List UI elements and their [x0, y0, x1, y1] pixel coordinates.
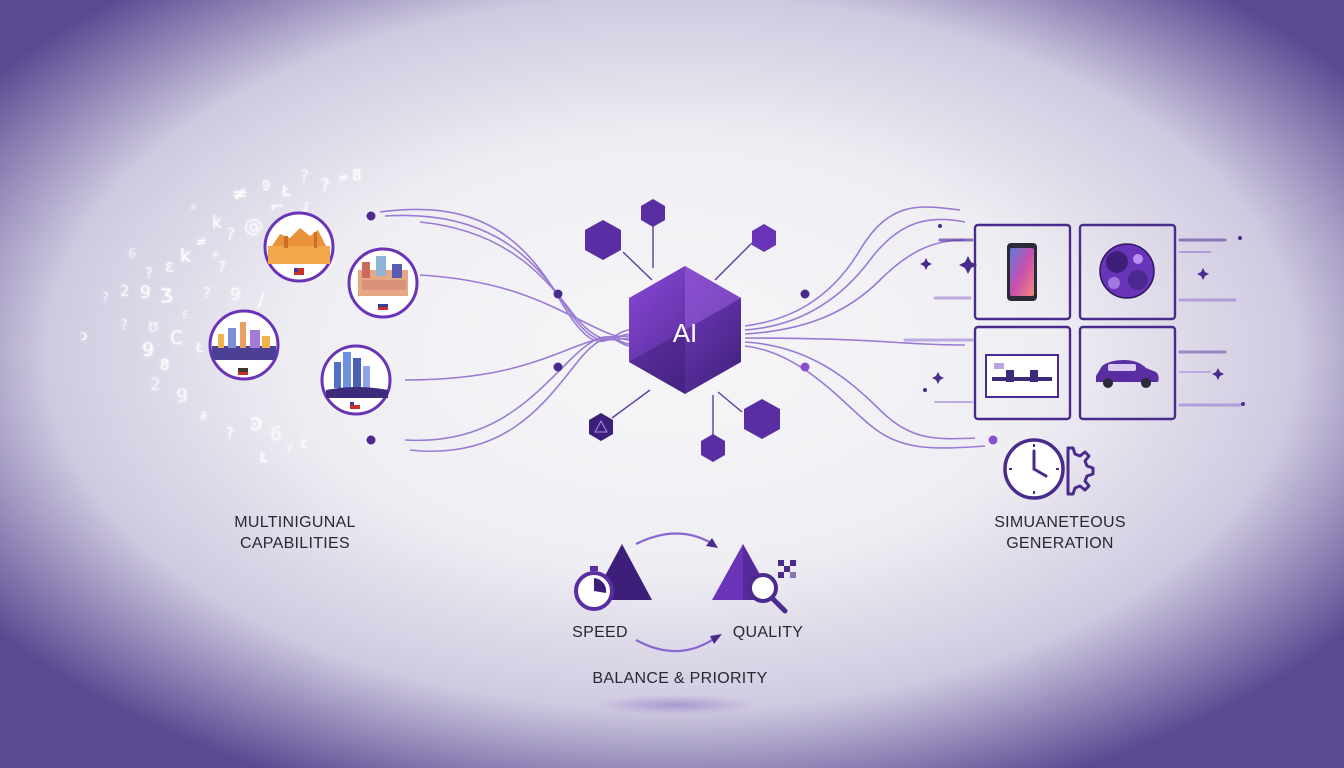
glyph-character: Ł	[259, 451, 268, 466]
glyph-character: ?	[226, 225, 235, 245]
glyph-character: ɛ	[182, 307, 189, 322]
car-icon	[1096, 360, 1159, 388]
glyph-character: ?	[226, 424, 234, 442]
ai-label: AI	[673, 318, 698, 348]
magnifier-icon	[748, 573, 788, 614]
multilingual-line2: CAPABILITIES	[239, 535, 350, 552]
glyph-character: ≠	[338, 171, 349, 186]
glyph-character: Ʒ	[160, 285, 173, 307]
glyph-character: ?	[203, 284, 211, 302]
glyph-character: ∂	[200, 409, 207, 424]
sparkle-accents	[920, 224, 1245, 406]
ground-shadow	[596, 695, 756, 715]
multilingual-capabilities-label: MULTINIGUNAL CAPABILITIES	[205, 512, 385, 554]
pixel-squares	[778, 560, 796, 578]
node-dots	[366, 211, 998, 445]
glyph-character: ɛ	[165, 257, 174, 277]
glyph-character: ?	[300, 167, 309, 187]
glyph-character: ?	[286, 443, 293, 458]
glyph-character: ≠	[196, 235, 207, 250]
abstract-sphere-icon	[1099, 243, 1155, 299]
glyph-character: ɔ	[80, 329, 87, 344]
clock-gear-icon	[1003, 438, 1095, 500]
skyline-icon	[208, 309, 280, 381]
glyph-character: Ͽ	[250, 415, 262, 435]
simultaneous-line2: GENERATION	[1006, 535, 1114, 552]
glyph-character: Ł	[195, 341, 204, 356]
european-town-icon	[347, 247, 419, 319]
hex-connectors	[611, 226, 753, 435]
glyph-character: ?	[320, 175, 330, 197]
glyph-character: 2	[120, 282, 130, 300]
glyph-character: /	[258, 289, 265, 311]
simultaneous-line1: SIMUANETEOUS	[994, 514, 1126, 531]
glyph-character: ≠	[232, 183, 248, 205]
glyph-character: ?	[120, 316, 128, 334]
glyph-character: ⌐	[270, 197, 284, 217]
simultaneous-generation-label: SIMUANETEOUS GENERATION	[960, 512, 1160, 554]
glyph-character: Ł	[281, 182, 291, 200]
motion-streaks	[903, 238, 1242, 407]
glyph-character: 9	[142, 339, 154, 361]
glyph-character: 6	[128, 247, 136, 262]
glyph-character: 9	[230, 285, 241, 305]
smartphone-icon	[1007, 243, 1037, 301]
glyph-character: k	[212, 213, 222, 233]
ai-hexagon: AI	[629, 266, 741, 394]
glyph-character: 9	[140, 283, 151, 303]
glyph-character: @	[244, 215, 263, 237]
glyph-character: 8	[160, 356, 170, 374]
glyph-character: k	[180, 245, 191, 267]
glyph-character: 8	[352, 166, 362, 184]
quality-label: QUALITY	[732, 624, 804, 641]
speed-label: SPEED	[572, 624, 628, 641]
glyph-character: ɛ	[300, 434, 308, 452]
glyph-character: 9	[262, 179, 270, 194]
balance-priority-label: BALANCE & PRIORITY	[592, 670, 768, 687]
glyph-character: ?	[145, 264, 153, 282]
speed-quality-cycle	[635, 532, 722, 653]
right-flow-lines	[744, 206, 986, 449]
multilingual-line1: MULTINIGUNAL	[234, 514, 356, 531]
glyph-character: *	[212, 248, 220, 266]
stopwatch-icon	[574, 566, 614, 611]
glyph-character: ?	[102, 291, 109, 306]
office-room-icon	[985, 354, 1059, 398]
desert-city-icon	[263, 211, 335, 283]
small-hexagons	[585, 199, 780, 462]
glyph-character: 6	[270, 423, 282, 445]
glyph-character: 2	[150, 375, 161, 395]
glyph-character: 9	[176, 385, 188, 407]
glyph-character: *	[190, 203, 197, 218]
glyph-character: C	[170, 327, 183, 349]
output-tiles	[973, 223, 1177, 421]
glyph-character: ?	[218, 258, 226, 276]
city-towers-icon	[320, 344, 392, 416]
glyph-character: ʊ	[148, 317, 159, 337]
